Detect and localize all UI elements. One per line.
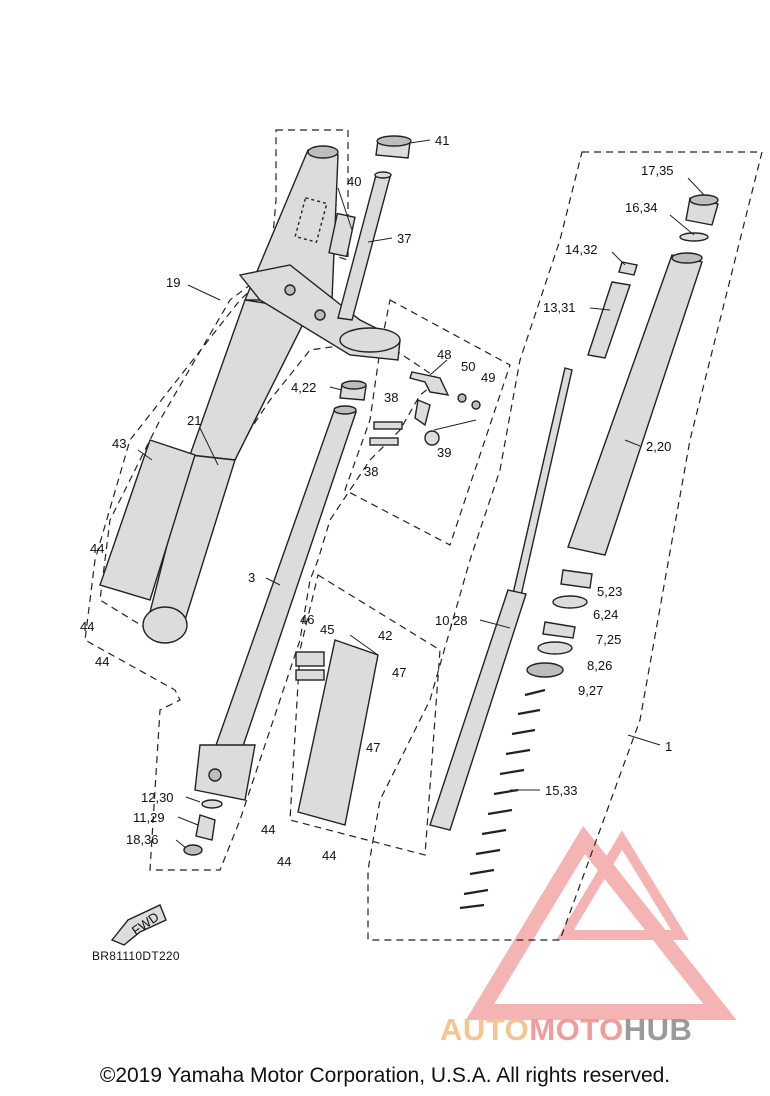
callout-42: 42: [378, 628, 392, 643]
callout-labels: 41 40 37 19 17,35 16,34 14,32 13,31 48 5…: [80, 133, 674, 869]
callout-2-20: 2,20: [646, 439, 671, 454]
callout-10-28: 10,28: [435, 613, 468, 628]
callout-44-e: 44: [277, 854, 291, 869]
callout-45: 45: [320, 622, 334, 637]
callout-50: 50: [461, 359, 475, 374]
watermark-auto: AUTO: [440, 1012, 530, 1047]
callout-38-top: 38: [384, 390, 398, 405]
callout-16-34: 16,34: [625, 200, 658, 215]
outer-tube: [142, 145, 339, 644]
axle-parts: [183, 799, 223, 856]
callout-44-b: 44: [80, 619, 94, 634]
fork-cap: [587, 194, 719, 359]
callout-15-33: 15,33: [545, 783, 578, 798]
callout-46: 46: [300, 612, 314, 627]
callout-18-36: 18,36: [126, 832, 159, 847]
callout-41: 41: [435, 133, 449, 148]
callout-44-f: 44: [322, 848, 336, 863]
callout-8-26: 8,26: [587, 658, 612, 673]
callout-44-c: 44: [95, 654, 109, 669]
fork-spring: [459, 688, 546, 910]
brake-hose-clamp: [369, 371, 481, 446]
callout-47-a: 47: [392, 665, 406, 680]
callout-37: 37: [397, 231, 411, 246]
damper-rod: [429, 367, 573, 831]
watermark-logo-icon: [465, 825, 737, 1020]
callout-12-30: 12,30: [141, 790, 174, 805]
callout-48: 48: [437, 347, 451, 362]
callout-43: 43: [112, 436, 126, 451]
callout-6-24: 6,24: [593, 607, 618, 622]
diagram-code: BR81110DT220: [92, 949, 180, 963]
callout-4-22: 4,22: [291, 380, 316, 395]
spacer-40: [328, 212, 356, 258]
callout-40: 40: [347, 174, 361, 189]
copyright-notice: ©2019 Yamaha Motor Corporation, U.S.A. A…: [99, 1064, 671, 1087]
triple-clamp: [238, 264, 401, 361]
steering-shaft: [337, 171, 392, 321]
right-assembly-boundary: [367, 151, 763, 941]
seal-set: [526, 569, 593, 678]
callout-44-d: 44: [261, 822, 275, 837]
callout-21: 21: [187, 413, 201, 428]
inner-tube: [194, 405, 357, 801]
callout-7-25: 7,25: [596, 632, 621, 647]
left-assembly-boundary: [84, 129, 442, 871]
callout-1: 1: [665, 739, 672, 754]
callout-9-27: 9,27: [578, 683, 603, 698]
watermark-moto: MOTO: [529, 1012, 624, 1047]
callout-19: 19: [166, 275, 180, 290]
leader-lines: [137, 139, 705, 849]
callout-39: 39: [437, 445, 451, 460]
callout-3: 3: [248, 570, 255, 585]
fork-guard-42: [295, 639, 379, 826]
bearing-41: [375, 135, 412, 159]
callout-13-31: 13,31: [543, 300, 576, 315]
outer-cylinder: [567, 252, 703, 556]
fork-guard-43: [99, 439, 196, 601]
callout-49: 49: [481, 370, 495, 385]
bushing-4: [339, 380, 367, 401]
callout-47-b: 47: [366, 740, 380, 755]
watermark-hub: HUB: [623, 1012, 693, 1047]
callout-17-35: 17,35: [641, 163, 674, 178]
callout-5-23: 5,23: [597, 584, 622, 599]
watermark-text: AUTOMOTOHUB: [440, 1012, 692, 1048]
callout-11-29: 11,29: [133, 810, 165, 825]
callout-14-32: 14,32: [565, 242, 598, 257]
forward-arrow-icon: FWD: [110, 904, 167, 946]
callout-44-a: 44: [90, 541, 104, 556]
callout-38-bottom: 38: [364, 464, 378, 479]
